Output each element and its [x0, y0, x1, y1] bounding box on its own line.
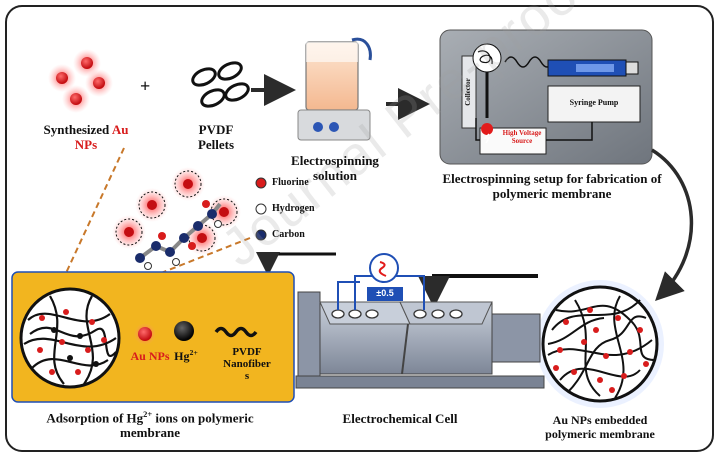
adsorption-caption: Adsorption of Hg2+ ions on polymeric mem… — [46, 409, 254, 441]
carbon-label: Carbon — [272, 229, 305, 240]
au-pvdf-molecule-icon — [112, 167, 241, 270]
au-nanoparticles-icon — [48, 49, 113, 113]
syringe-pump-label: Syringe Pump — [569, 98, 619, 107]
pvdf-pellets-icon — [191, 61, 250, 108]
au-np-legend-icon — [138, 327, 152, 341]
electrospinning-setup-panel — [439, 29, 653, 165]
au-nps-legend-label: Au NPs — [130, 349, 170, 363]
curved-arrow-to-membrane — [651, 148, 694, 301]
dashed-lead-right — [127, 237, 251, 287]
au-nps-label: Synthesized Au NPs — [43, 122, 129, 152]
arrow-to-cell — [418, 274, 538, 308]
setup-caption: Electrospinning setup for fabrication of… — [442, 171, 662, 201]
electrochemical-cell-icon — [295, 253, 545, 389]
plus-sign: + — [140, 76, 151, 96]
cell-caption: Electrochemical Cell — [342, 411, 458, 426]
collector-label: Collector — [463, 78, 472, 106]
outer-frame — [5, 5, 714, 452]
nanofiber-legend-icon — [214, 326, 258, 338]
fluorine-label: Fluorine — [272, 177, 309, 188]
arrow-to-adsorption — [256, 252, 336, 276]
dashed-lead-left — [59, 147, 125, 287]
hydrogen-label: Hydrogen — [272, 203, 315, 214]
hg-ion-legend-icon — [174, 321, 194, 341]
carbon-marker-icon — [255, 229, 267, 241]
au-embedded-membrane-icon — [536, 280, 664, 408]
magnetic-stirrer-icon — [297, 37, 372, 141]
hg-legend-label: Hg2+ — [174, 348, 198, 363]
voltage-readout: ±0.5 — [376, 288, 394, 298]
fluorine-marker-icon — [255, 177, 267, 189]
adsorption-panel — [11, 271, 295, 403]
hydrogen-marker-icon — [255, 203, 267, 215]
